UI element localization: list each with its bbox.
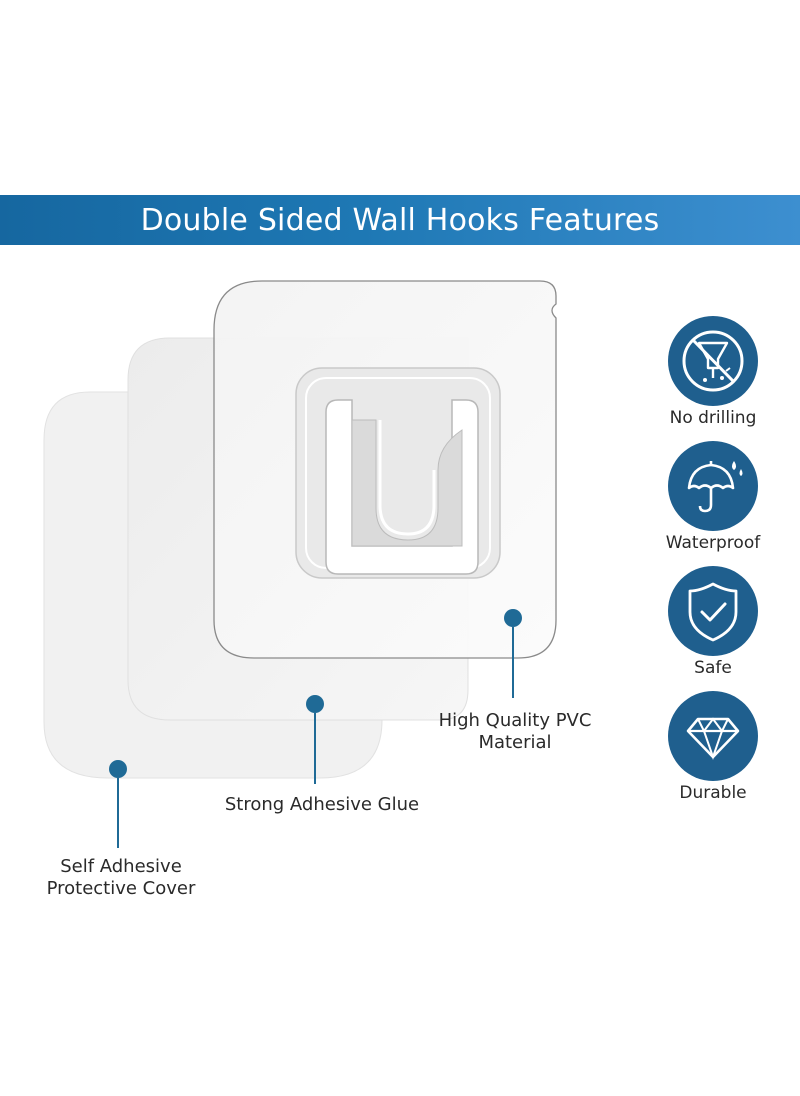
pvc-callout-dot xyxy=(504,609,522,627)
feature-durable: Durable xyxy=(655,691,771,806)
adhesive-glue-label: Strong Adhesive Glue xyxy=(205,794,439,816)
pvc-label-line-1: High Quality PVC xyxy=(438,710,592,731)
pvc-material-label: High Quality PVC Material xyxy=(420,710,610,754)
cover-callout-dot xyxy=(109,760,127,778)
glue-callout-dot xyxy=(306,695,324,713)
feature-no-drilling: No drilling xyxy=(655,316,771,431)
glue-label-line-1: Strong Adhesive Glue xyxy=(224,794,420,815)
feature-label-no-drilling: No drilling xyxy=(669,408,757,428)
protective-cover-label: Self Adhesive Protective Cover xyxy=(20,856,222,900)
umbrella-icon xyxy=(687,461,743,513)
feature-label-durable: Durable xyxy=(679,783,747,803)
title-banner: Double Sided Wall Hooks Features xyxy=(0,195,800,245)
hook-bracket xyxy=(325,399,479,575)
shield-check-icon xyxy=(688,582,738,642)
no-drilling-icon xyxy=(682,330,744,392)
pvc-label-line-2: Material xyxy=(478,732,552,753)
diamond-icon xyxy=(686,717,740,761)
feature-label-safe: Safe xyxy=(694,658,732,678)
page-title: Double Sided Wall Hooks Features xyxy=(140,202,660,238)
feature-waterproof: Waterproof xyxy=(655,441,771,556)
feature-label-waterproof: Waterproof xyxy=(665,533,761,553)
feature-safe: Safe xyxy=(655,566,771,681)
cover-label-line-1: Self Adhesive xyxy=(60,856,182,877)
cover-label-line-2: Protective Cover xyxy=(46,878,196,899)
